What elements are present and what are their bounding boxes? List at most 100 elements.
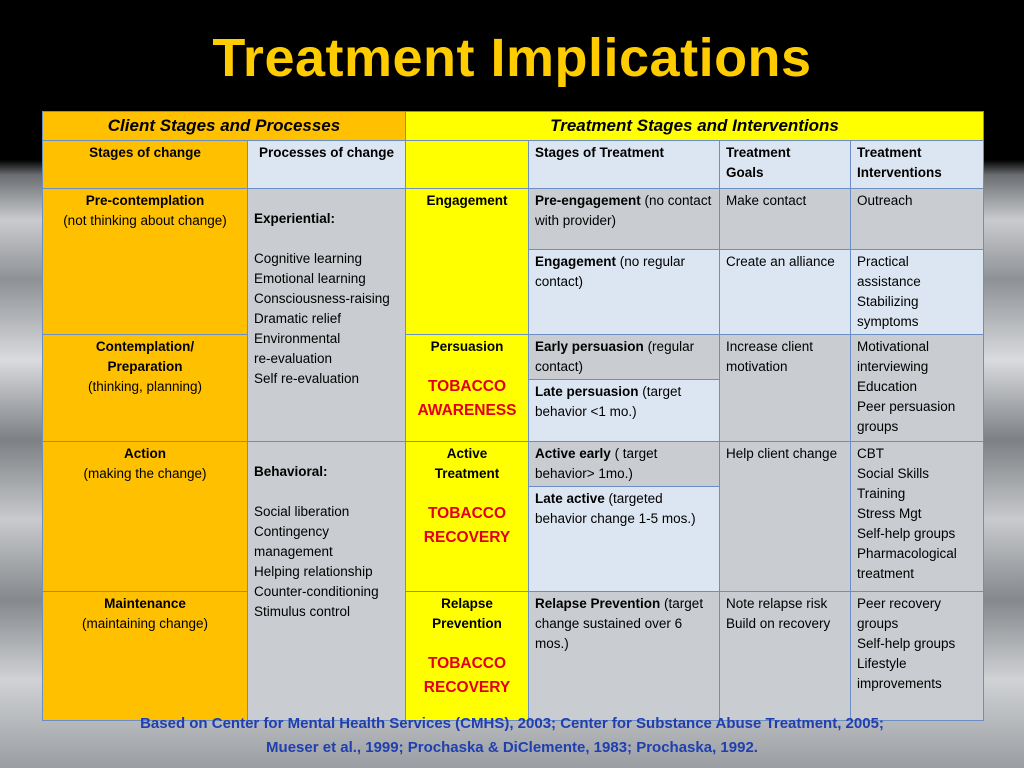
experiential-item: Emotional learning — [254, 271, 366, 286]
behavioral-item: Social liberation — [254, 504, 350, 519]
row-active-interventions: CBT Social Skills Training Stress Mgt Se… — [849, 441, 985, 592]
header-treatment-goals-1: Treatment — [726, 145, 791, 160]
stage-contemplation-name-2: Preparation — [107, 359, 183, 374]
active-intervention: Stress Mgt — [857, 506, 922, 521]
persuasion-intervention: Peer persuasion — [857, 399, 956, 414]
experiential-item: Dramatic relief — [254, 311, 342, 326]
header-treatment-interventions-2: Interventions — [857, 165, 942, 180]
persuasion-goal-line: motivation — [726, 359, 788, 374]
header-stages-of-change: Stages of change — [42, 140, 248, 189]
stage-precontemplation-name: Pre-contemplation — [85, 193, 205, 208]
header-treatment-interventions: Treatment Interventions — [849, 140, 985, 189]
phase-relapse-tag-2: RECOVERY — [423, 679, 511, 696]
row-active-early-stage: Active early ( target behavior> 1mo.) — [528, 441, 720, 487]
stage-contemplation-name-1: Contemplation/ — [95, 339, 195, 354]
stage-action-name: Action — [124, 446, 166, 461]
behavioral-heading: Behavioral: — [254, 464, 328, 479]
persuasion-intervention: groups — [857, 419, 899, 434]
experiential-item: re-evaluation — [254, 351, 333, 366]
behavioral-item: Contingency — [254, 524, 330, 539]
row-pre-engagement-stage: Pre-engagement (no contact with provider… — [528, 188, 720, 250]
pre-engagement-bold: Pre-engagement — [535, 193, 641, 208]
stage-contemplation: Contemplation/ Preparation (thinking, pl… — [42, 334, 248, 442]
row-late-active-stage: Late active (targeted behavior change 1-… — [528, 486, 720, 592]
row-pre-engagement-goal: Make contact — [719, 188, 851, 250]
engagement-intervention: assistance — [857, 274, 921, 289]
stage-action: Action (making the change) — [42, 441, 248, 592]
relapse-intervention: groups — [857, 616, 899, 631]
experiential-item: Consciousness-raising — [254, 291, 390, 306]
header-processes-of-change: Processes of change — [247, 140, 406, 189]
phase-relapse-label-2: Prevention — [432, 616, 502, 631]
phase-persuasion-label: Persuasion — [430, 339, 504, 354]
early-persuasion-rest: (regular contact) — [535, 339, 695, 374]
phase-relapse-prevention: Relapse Prevention TOBACCO RECOVERY — [405, 591, 529, 721]
experiential-item: Self re-evaluation — [254, 371, 360, 386]
persuasion-intervention: Education — [857, 379, 918, 394]
relapse-intervention: improvements — [857, 676, 942, 691]
relapse-goal-line: Build on recovery — [726, 616, 831, 631]
experiential-heading: Experiential: — [254, 211, 336, 226]
relapse-prevention-bold: Relapse Prevention — [535, 596, 661, 611]
stage-maintenance-desc: (maintaining change) — [81, 616, 209, 631]
late-active-bold: Late active — [535, 491, 605, 506]
processes-experiential: Experiential: Cognitive learning Emotion… — [247, 188, 406, 442]
citation: Based on Center for Mental Health Servic… — [0, 712, 1024, 760]
active-intervention: Self-help groups — [857, 526, 956, 541]
row-relapse-stage: Relapse Prevention (target change sustai… — [528, 591, 720, 721]
processes-behavioral: Behavioral: Social liberation Contingenc… — [247, 441, 406, 721]
slide-title: Treatment Implications — [212, 28, 812, 88]
persuasion-intervention: Motivational — [857, 339, 930, 354]
header-treatment-interventions-1: Treatment — [857, 145, 922, 160]
relapse-intervention: Lifestyle — [857, 656, 907, 671]
row-persuasion-goal: Increase client motivation — [719, 334, 851, 442]
stage-precontemplation-desc: (not thinking about change) — [63, 213, 227, 228]
phase-active-tag-2: RECOVERY — [423, 529, 511, 546]
engagement-intervention: Stabilizing — [857, 294, 919, 309]
behavioral-item: Helping relationship — [254, 564, 373, 579]
active-early-bold: Active early — [535, 446, 611, 461]
phase-persuasion: Persuasion TOBACCO AWARENESS — [405, 334, 529, 442]
row-engagement-stage: Engagement (no regular contact) — [528, 249, 720, 335]
header-treatment-stages: Treatment Stages and Interventions — [404, 111, 985, 141]
phase-active-treatment: Active Treatment TOBACCO RECOVERY — [405, 441, 529, 592]
late-persuasion-bold: Late persuasion — [535, 384, 639, 399]
relapse-intervention: Peer recovery — [857, 596, 942, 611]
experiential-item: Cognitive learning — [254, 251, 363, 266]
phase-active-label-1: Active — [446, 446, 488, 461]
active-early-rest: ( target behavior> 1mo.) — [535, 446, 658, 481]
early-persuasion-bold: Early persuasion — [535, 339, 644, 354]
engagement-intervention: symptoms — [857, 314, 919, 329]
row-engagement-goal: Create an alliance — [719, 249, 851, 335]
row-persuasion-interventions: Motivational interviewing Education Peer… — [849, 334, 985, 442]
header-treatment-goals: Treatment Goals — [719, 140, 851, 189]
stage-precontemplation: Pre-contemplation (not thinking about ch… — [42, 188, 248, 335]
phase-active-tag-1: TOBACCO — [427, 505, 507, 522]
late-persuasion-rest: (target behavior <1 mo.) — [535, 384, 682, 419]
row-active-goal: Help client change — [719, 441, 851, 592]
active-intervention: Pharmacological — [857, 546, 957, 561]
stage-contemplation-desc: (thinking, planning) — [87, 379, 203, 394]
phase-active-label-2: Treatment — [434, 466, 500, 481]
phase-persuasion-tag-1: TOBACCO — [427, 378, 507, 395]
row-pre-engagement-intervention: Outreach — [849, 188, 985, 250]
engagement-bold: Engagement — [535, 254, 617, 269]
phase-persuasion-tag-2: AWARENESS — [417, 402, 517, 419]
pre-engagement-rest: (no contact with provider) — [535, 193, 712, 228]
engagement-rest: (no regular contact) — [535, 254, 686, 289]
row-early-persuasion-stage: Early persuasion (regular contact) — [528, 334, 720, 380]
header-blank — [405, 140, 529, 189]
row-late-persuasion-stage: Late persuasion (target behavior <1 mo.) — [528, 379, 720, 442]
row-relapse-goal: Note relapse risk Build on recovery — [719, 591, 851, 721]
active-intervention: Training — [857, 486, 906, 501]
late-active-rest: (targeted behavior change 1-5 mos.) — [535, 491, 696, 526]
header-treatment-goals-2: Goals — [726, 165, 764, 180]
relapse-prevention-rest: (target change sustained over 6 mos.) — [535, 596, 704, 651]
behavioral-item: Stimulus control — [254, 604, 351, 619]
header-client-stages: Client Stages and Processes — [42, 111, 406, 141]
phase-relapse-tag-1: TOBACCO — [427, 655, 507, 672]
behavioral-item: management — [254, 544, 333, 559]
behavioral-item: Counter-conditioning — [254, 584, 379, 599]
experiential-item: Environmental — [254, 331, 341, 346]
active-intervention: Social Skills — [857, 466, 930, 481]
